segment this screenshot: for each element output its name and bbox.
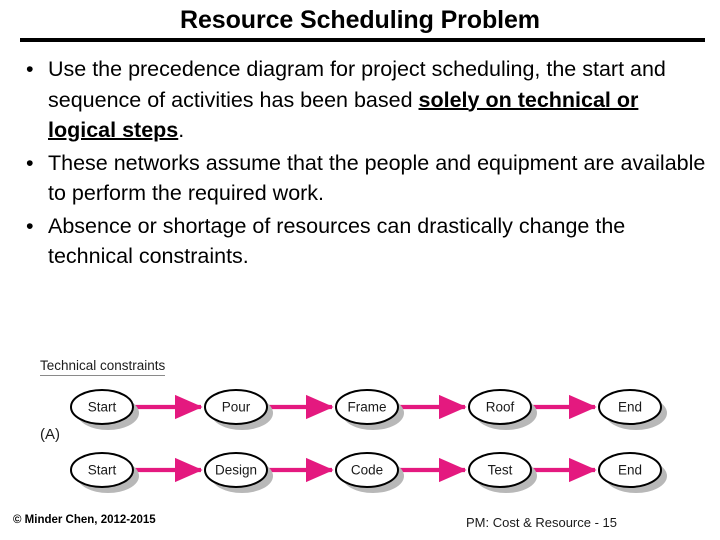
activity-node-label: Test xyxy=(488,463,513,478)
activity-node xyxy=(70,452,134,488)
activity-node xyxy=(468,452,532,488)
activity-node-label: Code xyxy=(351,463,383,478)
activity-node xyxy=(598,452,662,488)
footer-reference: PM: Cost & Resource - 15 xyxy=(466,515,617,530)
activity-node-label: End xyxy=(618,463,642,478)
title-divider xyxy=(20,38,705,42)
list-item: • These networks assume that the people a… xyxy=(20,148,710,209)
activity-node xyxy=(598,389,662,425)
activity-node-label: Start xyxy=(88,463,117,478)
footer-copyright: © Minder Chen, 2012-2015 xyxy=(13,514,156,526)
activity-node xyxy=(335,389,399,425)
activity-node xyxy=(468,389,532,425)
activity-node xyxy=(335,452,399,488)
precedence-diagram: Technical constraints (A) Start Pour Frame… xyxy=(0,346,720,501)
activity-node xyxy=(70,389,134,425)
bullet-marker: • xyxy=(26,213,34,238)
bullet-marker: • xyxy=(26,150,34,175)
list-item: • Absence or shortage of resources can dr… xyxy=(20,211,710,272)
activity-node-label: End xyxy=(618,400,642,415)
bullet-text-lead: These networks assume that the people an… xyxy=(48,150,706,206)
page-title: Resource Scheduling Problem xyxy=(180,6,540,34)
activity-node-label: Design xyxy=(215,463,257,478)
activity-node-label: Roof xyxy=(486,400,515,415)
bullet-text-lead: Absence or shortage of resources can dra… xyxy=(48,213,626,269)
diagram-caption: Technical constraints xyxy=(40,358,166,376)
bullet-text-tail: . xyxy=(178,118,185,142)
activity-node-label: Start xyxy=(88,400,117,415)
activity-node xyxy=(204,389,268,425)
bullet-text-lead: Use the precedence diagram for project s… xyxy=(48,57,666,112)
bullet-list: • Use the precedence diagram for project … xyxy=(20,54,710,274)
activity-node xyxy=(204,452,268,488)
diagram-label-a: (A) xyxy=(40,426,60,443)
bullet-marker: • xyxy=(26,57,34,81)
bullet-text-emphasis: solely on technical or logical steps xyxy=(48,87,639,143)
list-item: • Use the precedence diagram for project … xyxy=(20,54,710,146)
activity-node-label: Pour xyxy=(222,400,251,415)
activity-node-label: Frame xyxy=(347,400,386,415)
